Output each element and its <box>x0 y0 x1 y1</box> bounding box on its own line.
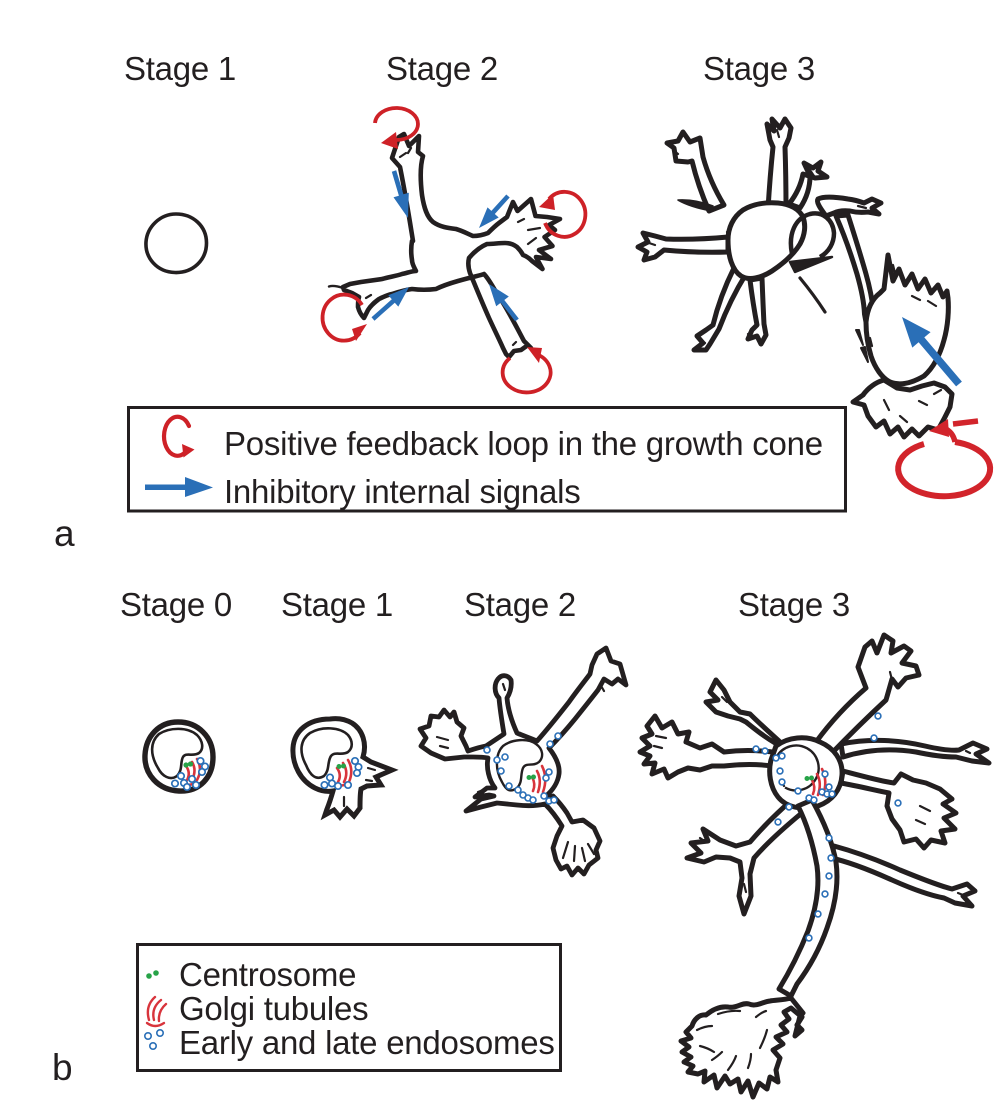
svg-text:Early and late endosomes: Early and late endosomes <box>179 1024 555 1061</box>
svg-text:b: b <box>52 1047 73 1088</box>
svg-text:a: a <box>54 513 75 554</box>
svg-text:Inhibitory internal signals: Inhibitory internal signals <box>224 473 580 510</box>
svg-text:Stage 2: Stage 2 <box>386 50 498 87</box>
svg-text:Stage 3: Stage 3 <box>703 50 815 87</box>
svg-text:Stage 3: Stage 3 <box>738 586 850 623</box>
svg-text:Centrosome: Centrosome <box>179 956 356 993</box>
svg-text:Stage 2: Stage 2 <box>464 586 576 623</box>
svg-text:Stage 1: Stage 1 <box>124 50 236 87</box>
svg-text:Stage 1: Stage 1 <box>281 586 393 623</box>
svg-text:Stage 0: Stage 0 <box>120 586 232 623</box>
svg-text:Positive feedback loop in the: Positive feedback loop in the growth con… <box>224 425 823 462</box>
svg-text:Golgi tubules: Golgi tubules <box>179 990 368 1027</box>
